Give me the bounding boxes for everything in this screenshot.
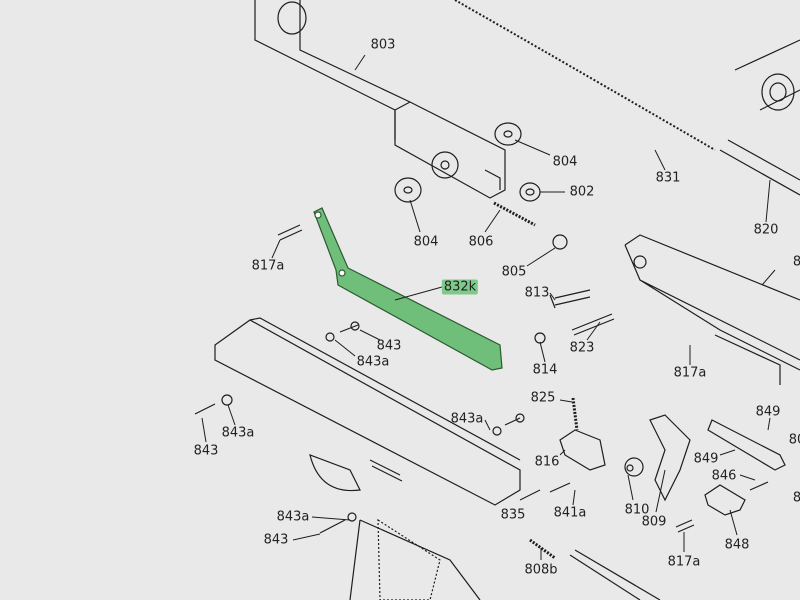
part-label: 848 <box>724 537 750 553</box>
part-label: 849 <box>693 451 719 467</box>
part-piston <box>734 39 800 111</box>
part-label: 846 <box>711 468 737 484</box>
part-label: 843a <box>276 509 310 525</box>
leader-lines <box>201 54 776 560</box>
part-805-ball <box>552 234 568 250</box>
part-label: 806 <box>468 234 494 250</box>
part-label: 843a <box>450 411 484 427</box>
part-label: 8 <box>792 254 800 270</box>
part-label: 809 <box>641 514 667 530</box>
part-label: 813 <box>524 285 550 301</box>
part-label-highlighted: 832k <box>441 279 479 295</box>
part-label: 843 <box>376 338 402 354</box>
part-label: 810 <box>624 502 650 518</box>
part-831-spring <box>454 0 716 151</box>
part-814-screw <box>534 332 546 344</box>
part-label: 823 <box>569 340 595 356</box>
part-806-spring <box>493 201 536 227</box>
part-label: 825 <box>530 390 556 406</box>
part-label: 804 <box>552 154 578 170</box>
part-label: 804 <box>413 234 439 250</box>
part-820-rod <box>719 139 800 196</box>
part-label: 817a <box>667 554 701 570</box>
part-label: 80 <box>788 432 800 448</box>
part-receiver <box>624 234 800 385</box>
part-label: 841a <box>553 505 587 521</box>
part-label: 843a <box>356 354 390 370</box>
part-label: 835 <box>500 507 526 523</box>
part-label: 843a <box>221 425 255 441</box>
part-frame <box>214 317 521 600</box>
part-label: 843 <box>263 532 289 548</box>
part-label: 803 <box>370 37 396 53</box>
part-823-pin <box>571 313 615 336</box>
part-label: 8 <box>792 490 800 506</box>
part-label: 802 <box>569 184 595 200</box>
part-802 <box>519 182 541 202</box>
part-label: 814 <box>532 362 558 378</box>
part-label: 817a <box>673 365 707 381</box>
part-label: 808b <box>524 562 558 578</box>
part-label: 817a <box>251 258 285 274</box>
part-803-cylinder <box>254 0 506 199</box>
part-817a-pin <box>277 224 303 241</box>
part-804-washers <box>394 122 522 203</box>
part-813-screw <box>549 289 591 309</box>
part-843-screws <box>194 321 525 534</box>
part-label: 816 <box>534 454 560 470</box>
part-trigger-group <box>529 397 786 600</box>
part-label: 820 <box>753 222 779 238</box>
part-label: 843 <box>193 443 219 459</box>
part-label: 849 <box>755 404 781 420</box>
part-832k-lever <box>313 207 503 371</box>
part-label: 831 <box>655 170 681 186</box>
part-label: 805 <box>501 264 527 280</box>
